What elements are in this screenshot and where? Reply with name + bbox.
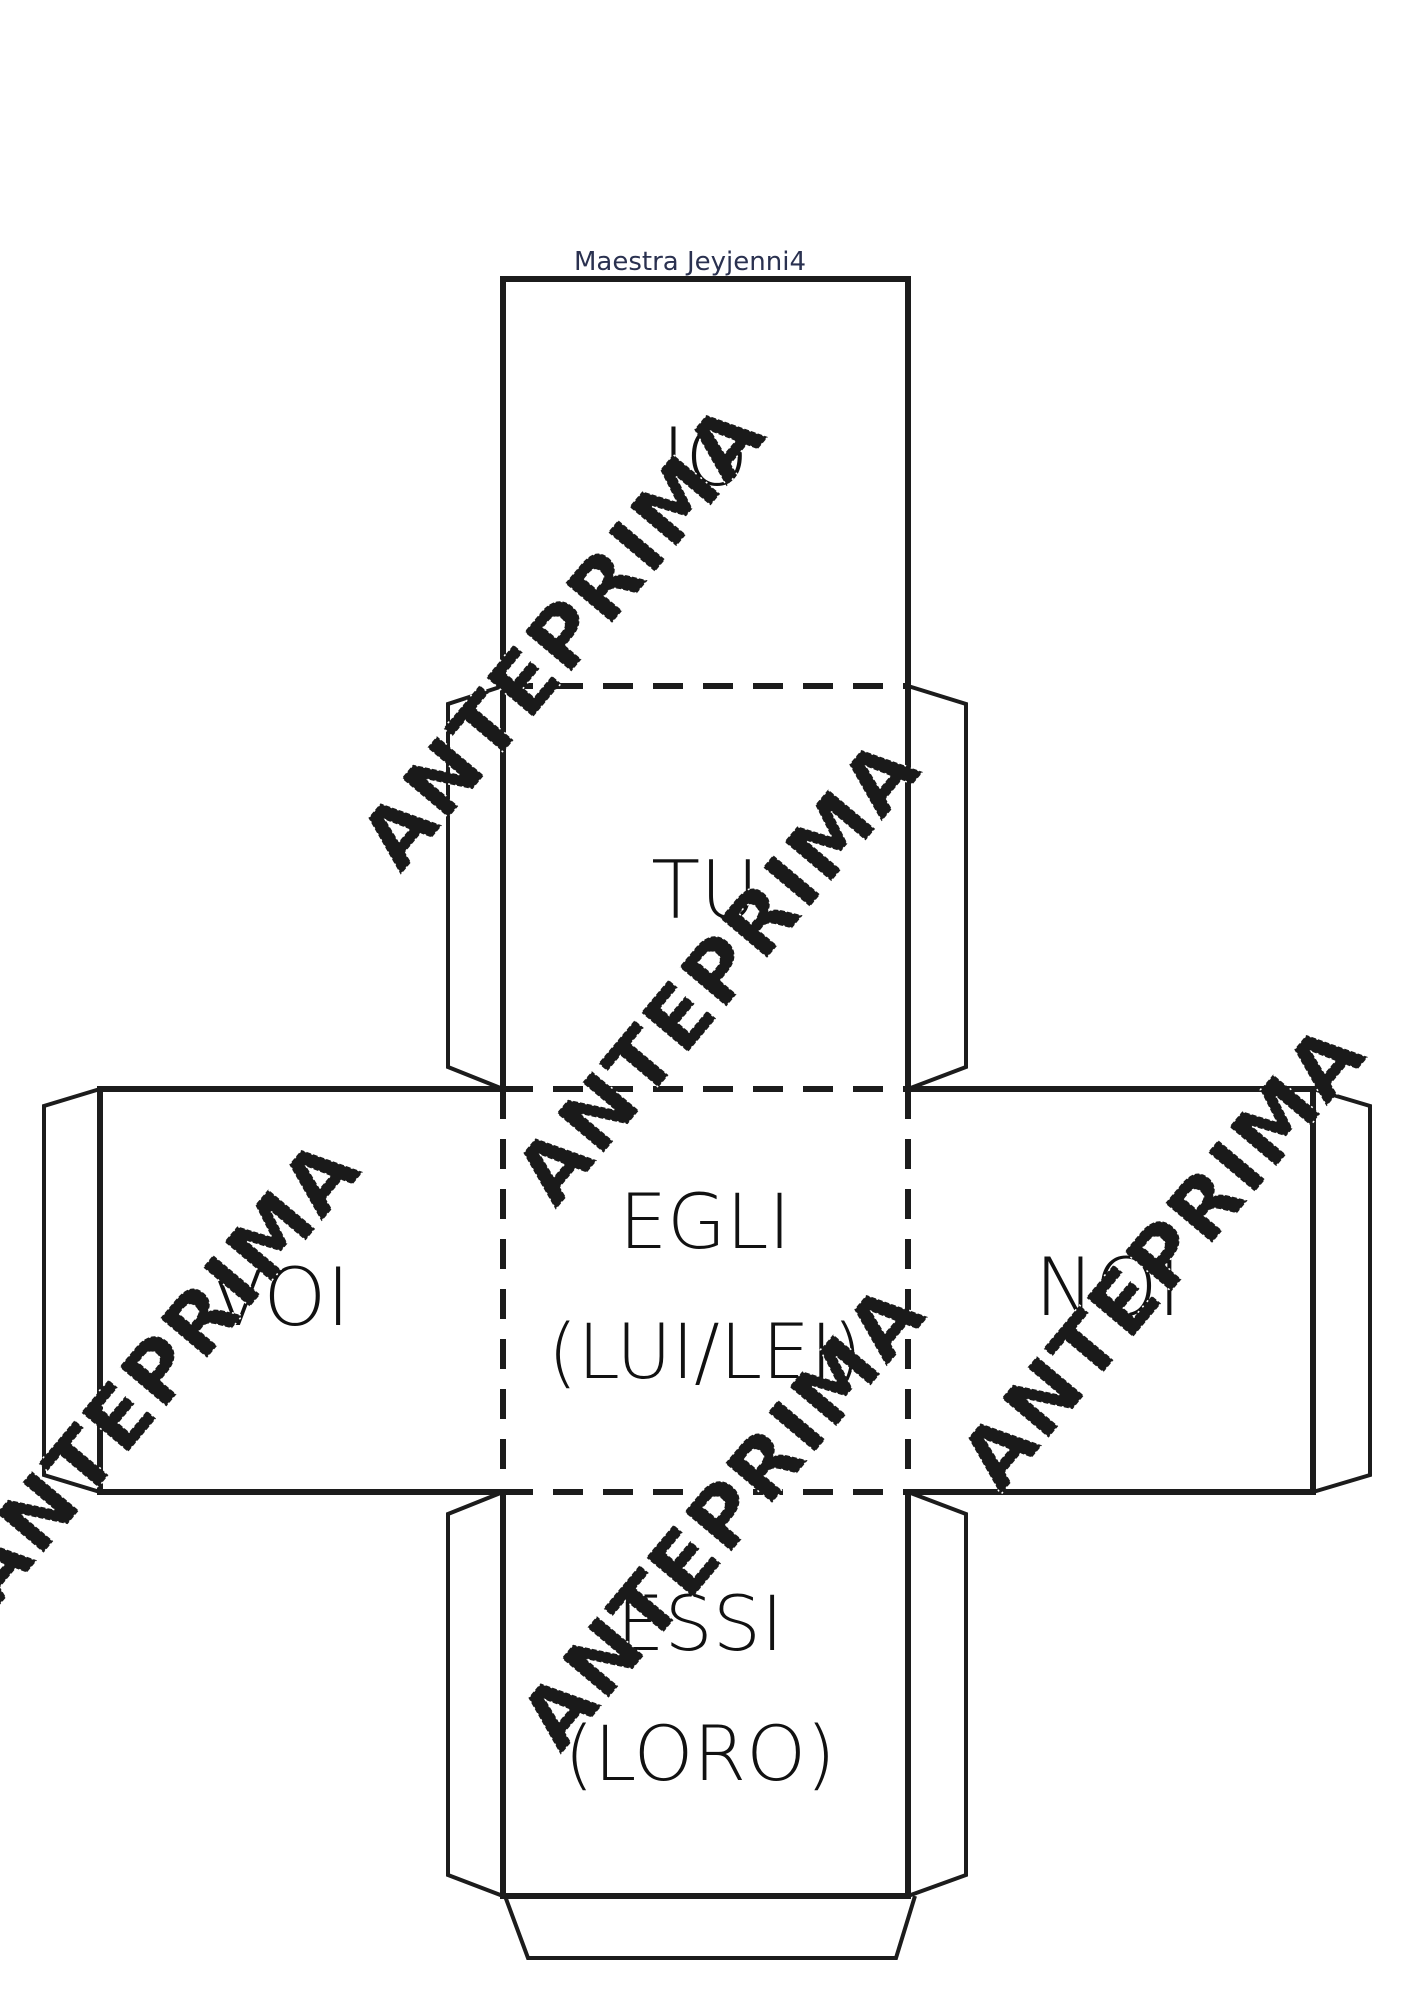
face-label-tu: TU: [651, 844, 758, 937]
watermark-stamp: ANTEPRIMA: [941, 1005, 1385, 1508]
glue-tab-essi-bottom: [503, 1895, 917, 1960]
face-label-voi: VOI: [210, 1251, 350, 1344]
face-label-noi: NOI: [1035, 1241, 1181, 1334]
glue-tab-tu-right: [907, 684, 968, 1091]
face-label-lui-lei: (LUI/LEI): [548, 1307, 862, 1396]
author-credit: Maestra Jeyjenni4: [574, 247, 806, 277]
glue-tab-tu-left: [446, 684, 504, 1091]
face-label-loro: (LORO): [564, 1709, 835, 1798]
face-label-egli: EGLI: [619, 1177, 791, 1266]
face-label-io: IO: [662, 411, 749, 504]
watermark-stamp: ANTEPRIMA: [496, 720, 940, 1223]
glue-tab-noi-right: [1312, 1087, 1372, 1494]
glue-tab-essi-right: [907, 1490, 968, 1898]
glue-tab-voi-left: [42, 1087, 101, 1494]
face-label-essi: ESSI: [617, 1579, 784, 1668]
watermark-stamp: ANTEPRIMA: [0, 1120, 380, 1623]
watermark-stamp: ANTEPRIMA: [341, 385, 785, 888]
glue-tab-essi-left: [446, 1490, 504, 1898]
face-labels: IO TU VOI EGLI (LUI/LEI) NOI ESSI (LORO): [210, 411, 1181, 1798]
fold-lines: [500, 683, 911, 1495]
preview-watermarks: ANTEPRIMA ANTEPRIMA ANTEPRIMA ANTEPRIMA …: [0, 384, 1386, 1768]
glue-tabs: [42, 684, 1372, 1960]
